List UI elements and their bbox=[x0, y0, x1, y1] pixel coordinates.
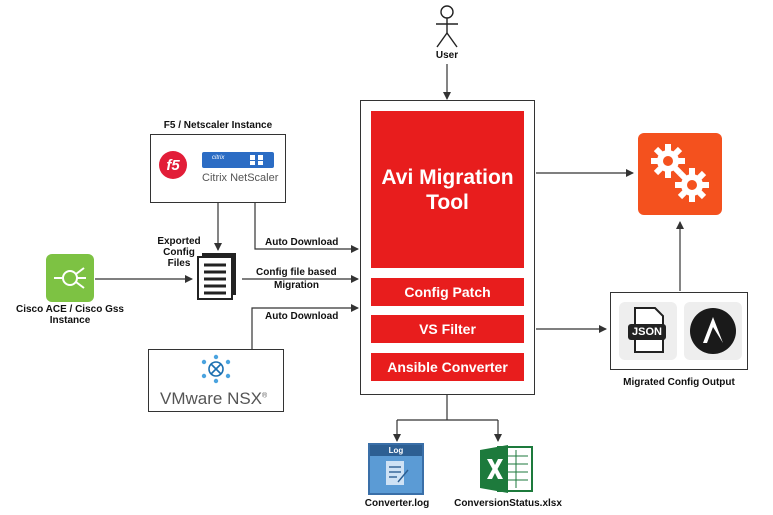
config-file-based-label-2: Migration bbox=[274, 280, 319, 291]
log-badge: Log bbox=[370, 445, 422, 456]
f5-instance-label: F5 / Netscaler Instance bbox=[163, 120, 273, 131]
config-file-based-label-1: Config file based bbox=[256, 267, 337, 278]
auto-download-bottom-label: Auto Download bbox=[265, 311, 339, 322]
config-patch-button[interactable]: Config Patch bbox=[371, 278, 524, 306]
migrated-output-label: Migrated Config Output bbox=[623, 377, 735, 388]
gears-icon bbox=[638, 133, 722, 215]
json-text: JSON bbox=[632, 326, 662, 338]
conversion-status-label: ConversionStatus.xlsx bbox=[454, 498, 562, 509]
vmware-reg-mark: ® bbox=[262, 392, 268, 400]
f5-netscaler-box bbox=[150, 134, 286, 203]
tool-title-line1: Avi Migration bbox=[381, 165, 514, 189]
tool-title: Avi Migration Tool bbox=[371, 111, 524, 268]
vmware-nsx-icon bbox=[201, 354, 231, 384]
exported-config-label: Exported Config Files bbox=[148, 236, 210, 269]
ansible-converter-button[interactable]: Ansible Converter bbox=[371, 353, 524, 381]
vs-filter-button[interactable]: VS Filter bbox=[371, 315, 524, 343]
citrix-small-text: citrix bbox=[212, 155, 225, 161]
citrix-netscaler-text: Citrix NetScaler bbox=[202, 172, 279, 184]
f5-logo-text: f5 bbox=[166, 156, 180, 174]
cisco-ace-icon bbox=[46, 254, 94, 302]
tool-title-line2: Tool bbox=[426, 190, 469, 214]
exported-line2: Config bbox=[163, 247, 195, 258]
log-file-icon: Log bbox=[368, 443, 424, 495]
f5-logo-icon: f5 bbox=[159, 151, 187, 179]
exported-line3: Files bbox=[167, 258, 191, 269]
vmware-nsx-name: VMware NSX bbox=[160, 389, 263, 408]
cisco-label: Cisco ACE / Cisco Gss Instance bbox=[14, 304, 126, 326]
cisco-label-line2: Instance bbox=[49, 315, 91, 326]
config-files-icon bbox=[197, 253, 236, 300]
converter-log-label: Converter.log bbox=[364, 498, 430, 509]
exported-line1: Exported bbox=[157, 236, 201, 247]
user-label: User bbox=[435, 50, 459, 61]
vmware-nsx-text: VMware NSX® bbox=[160, 389, 267, 409]
json-file-icon: JSON bbox=[619, 302, 677, 360]
ansible-icon bbox=[684, 302, 742, 360]
auto-download-top-label: Auto Download bbox=[265, 237, 339, 248]
netscaler-appliance-icon: citrix bbox=[202, 152, 274, 168]
cisco-label-line1: Cisco ACE / Cisco Gss bbox=[16, 304, 124, 315]
user-icon bbox=[436, 5, 458, 48]
excel-file-icon bbox=[478, 444, 534, 494]
